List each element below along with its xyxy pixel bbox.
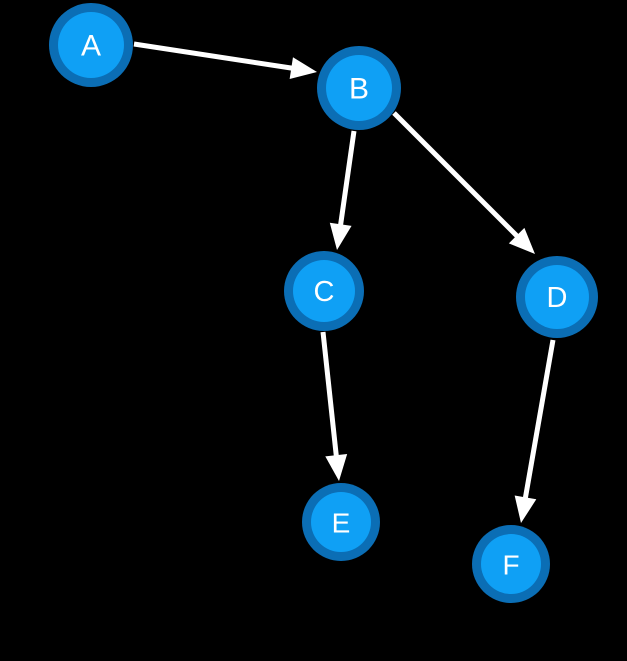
node-a[interactable]: A [49, 3, 133, 87]
node-core [58, 12, 124, 78]
edge-shaft [133, 41, 295, 71]
node-core [326, 55, 392, 121]
node-f[interactable]: F [472, 525, 550, 603]
node-d[interactable]: D [516, 256, 598, 338]
node-core [481, 534, 541, 594]
arrowhead-icon [514, 495, 537, 523]
node-c[interactable]: C [284, 251, 364, 331]
node-b[interactable]: B [317, 46, 401, 130]
edge-shaft [320, 331, 340, 459]
arrowhead-icon [325, 453, 348, 481]
node-label: C [314, 276, 335, 308]
node-core [293, 260, 355, 322]
node-core [311, 492, 371, 552]
nodes-layer: A B C D E F [49, 3, 598, 603]
edge-b-to-d [392, 111, 535, 254]
node-label: D [547, 282, 568, 314]
node-e[interactable]: E [302, 483, 380, 561]
edge-shaft [522, 339, 556, 501]
arrowhead-icon [508, 227, 535, 254]
edge-shaft [337, 130, 357, 228]
node-label: B [349, 73, 369, 106]
edge-d-to-f [514, 339, 556, 523]
edge-shaft [392, 111, 521, 240]
arrowhead-icon [329, 222, 352, 250]
node-core [525, 265, 589, 329]
edge-c-to-e [320, 331, 348, 481]
edge-a-to-b [133, 41, 317, 79]
arrowhead-icon [289, 57, 317, 79]
edge-b-to-c [329, 130, 357, 250]
node-label: F [502, 550, 519, 581]
edges-layer [133, 41, 556, 523]
node-label: E [332, 508, 351, 539]
node-label: A [81, 30, 101, 63]
